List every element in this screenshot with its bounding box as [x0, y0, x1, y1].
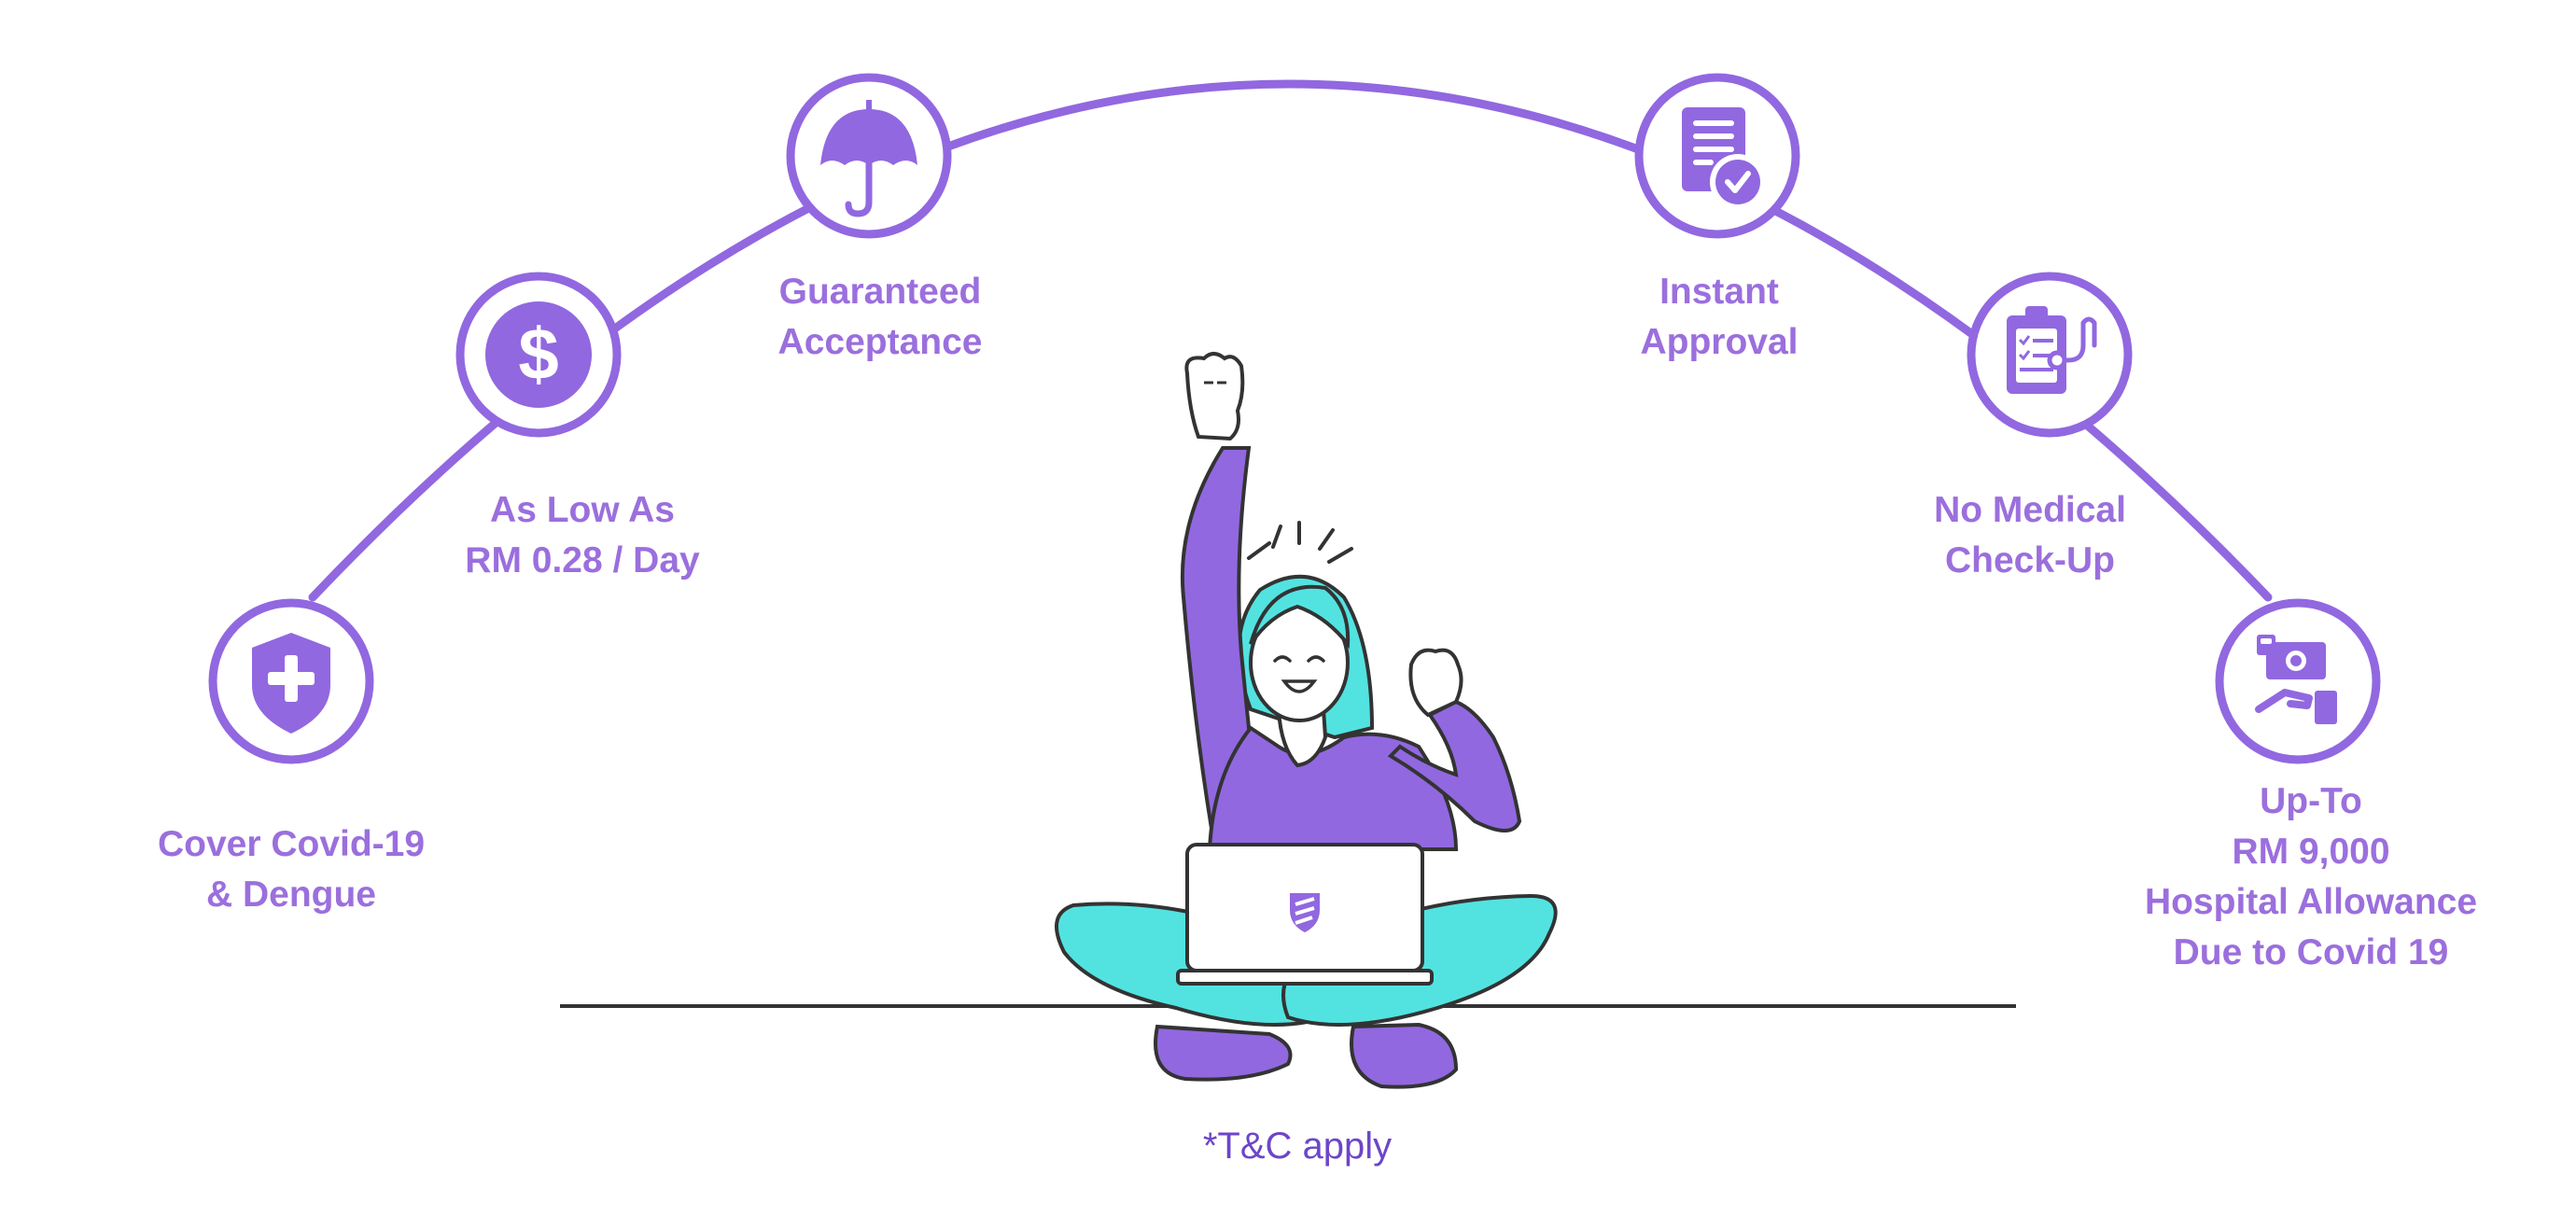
document-check-icon: [1682, 107, 1766, 210]
shield-plus-icon: [252, 633, 330, 734]
feature-label-acceptance: Guaranteed Acceptance: [778, 267, 983, 368]
svg-text:$: $: [518, 313, 558, 395]
feature-label-line: & Dengue: [205, 874, 376, 915]
icon-badge-cover: [208, 598, 374, 764]
feature-label-line: As Low As: [490, 490, 675, 530]
hand-cash-icon: [2255, 635, 2337, 724]
feature-label-line: Instant: [1659, 272, 1779, 312]
feature-label-line: Cover Covid-19: [157, 824, 426, 864]
feature-label-line: Acceptance: [777, 322, 983, 362]
laptop: [1176, 843, 1434, 986]
feature-label-line: Hospital Allowance: [2144, 882, 2478, 922]
feature-label-line: Check-Up: [1944, 540, 2116, 581]
feature-label-line: Up-To: [2260, 781, 2362, 821]
feature-label-medical: No Medical Check-Up: [1934, 485, 2126, 586]
feature-label-line: Approval: [1640, 322, 1799, 362]
icon-badge-allowance: [2215, 598, 2381, 764]
feature-label-approval: Instant Approval: [1640, 267, 1798, 368]
dollar-coin-icon: $: [485, 301, 592, 408]
feature-label-price: As Low As RM 0.28 / Day: [465, 485, 699, 586]
icon-badge-acceptance: [786, 73, 952, 239]
feature-label-line: Guaranteed: [778, 272, 982, 312]
feature-label-line: No Medical: [1934, 490, 2126, 530]
icon-badge-price: $: [455, 272, 622, 438]
feature-label-line: Due to Covid 19: [2173, 932, 2449, 972]
feature-label-allowance: Up-To RM 9,000 Hospital Allowance Due to…: [2145, 776, 2477, 978]
umbrella-icon: [820, 100, 917, 217]
icon-badge-medical: [1967, 272, 2133, 438]
clipboard-stethoscope-icon: [2007, 306, 2097, 394]
feature-label-cover: Cover Covid-19 & Dengue: [158, 819, 425, 920]
terms-footnote: *T&C apply: [1202, 1126, 1393, 1167]
feature-label-line: RM 0.28 / Day: [465, 540, 700, 581]
excitement-lines: [1247, 521, 1353, 564]
celebrating-person-illustration: [1055, 352, 1558, 1089]
icon-badge-approval: [1634, 73, 1800, 239]
feature-label-line: RM 9,000: [2232, 832, 2390, 872]
brand-logo: [1290, 893, 1320, 932]
